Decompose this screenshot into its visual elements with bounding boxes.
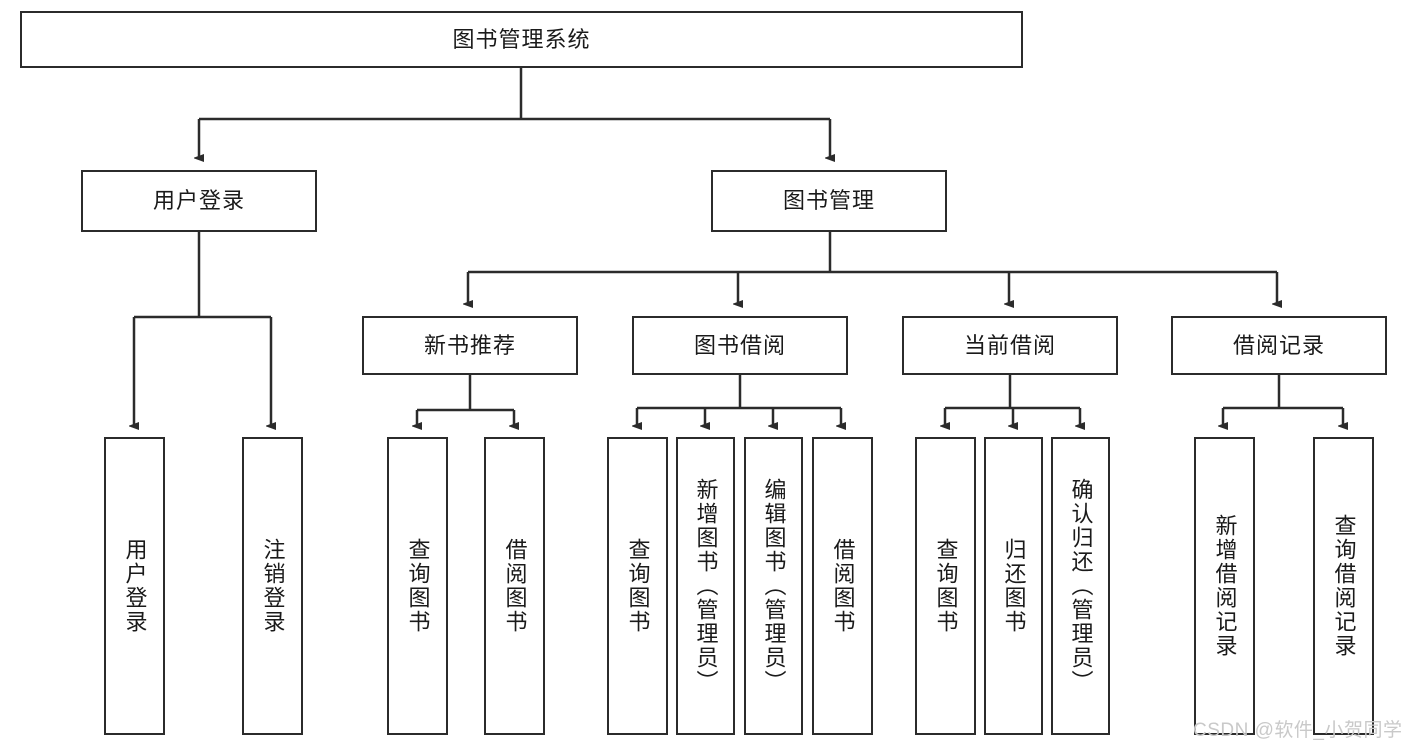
node-leaf-query-record[interactable]: 查询借阅记录	[1313, 437, 1374, 735]
node-leaf-query-book-2-label: 查询图书	[625, 538, 651, 634]
node-leaf-query-book-1-label: 查询图书	[405, 538, 431, 634]
node-new-book-recommend[interactable]: 新书推荐	[362, 316, 578, 375]
node-leaf-return-book-label: 归还图书	[1001, 538, 1027, 634]
node-leaf-query-book-3-label: 查询图书	[933, 538, 959, 634]
node-leaf-confirm-return-label: 确认归还（管理员）	[1068, 478, 1094, 694]
node-leaf-edit-book-label: 编辑图书（管理员）	[761, 478, 787, 694]
node-borrow-record[interactable]: 借阅记录	[1171, 316, 1387, 375]
node-leaf-borrow-book-2[interactable]: 借阅图书	[812, 437, 873, 735]
node-current-borrow-label: 当前借阅	[963, 332, 1056, 358]
node-leaf-borrow-book-2-label: 借阅图书	[830, 538, 856, 634]
node-book-manage[interactable]: 图书管理	[711, 170, 947, 232]
node-leaf-add-book[interactable]: 新增图书（管理员）	[676, 437, 735, 735]
node-leaf-confirm-return[interactable]: 确认归还（管理员）	[1051, 437, 1110, 735]
node-leaf-borrow-book-1[interactable]: 借阅图书	[484, 437, 545, 735]
node-leaf-logout-login[interactable]: 注销登录	[242, 437, 303, 735]
node-leaf-query-book-3[interactable]: 查询图书	[915, 437, 976, 735]
node-book-borrow-label: 图书借阅	[693, 332, 786, 358]
node-leaf-query-book-2[interactable]: 查询图书	[607, 437, 668, 735]
node-user-login-label: 用户登录	[152, 188, 245, 214]
node-leaf-logout-login-label: 注销登录	[260, 538, 286, 634]
node-borrow-record-label: 借阅记录	[1232, 332, 1325, 358]
node-root-label: 图书管理系统	[452, 26, 591, 52]
node-leaf-return-book[interactable]: 归还图书	[984, 437, 1043, 735]
node-user-login[interactable]: 用户登录	[81, 170, 317, 232]
node-leaf-edit-book[interactable]: 编辑图书（管理员）	[744, 437, 803, 735]
node-leaf-user-login-label: 用户登录	[122, 538, 148, 634]
csdn-watermark: CSDN @软件_小贺同学	[1193, 720, 1403, 741]
node-leaf-add-record[interactable]: 新增借阅记录	[1194, 437, 1255, 735]
node-leaf-borrow-book-1-label: 借阅图书	[502, 538, 528, 634]
node-leaf-query-record-label: 查询借阅记录	[1331, 514, 1357, 658]
node-root[interactable]: 图书管理系统	[20, 11, 1023, 68]
node-current-borrow[interactable]: 当前借阅	[902, 316, 1118, 375]
node-leaf-query-book-1[interactable]: 查询图书	[387, 437, 448, 735]
node-book-manage-label: 图书管理	[782, 188, 875, 214]
node-leaf-add-book-label: 新增图书（管理员）	[693, 478, 719, 694]
node-leaf-add-record-label: 新增借阅记录	[1212, 514, 1238, 658]
node-new-book-recommend-label: 新书推荐	[423, 332, 516, 358]
node-book-borrow[interactable]: 图书借阅	[632, 316, 848, 375]
node-leaf-user-login[interactable]: 用户登录	[104, 437, 165, 735]
